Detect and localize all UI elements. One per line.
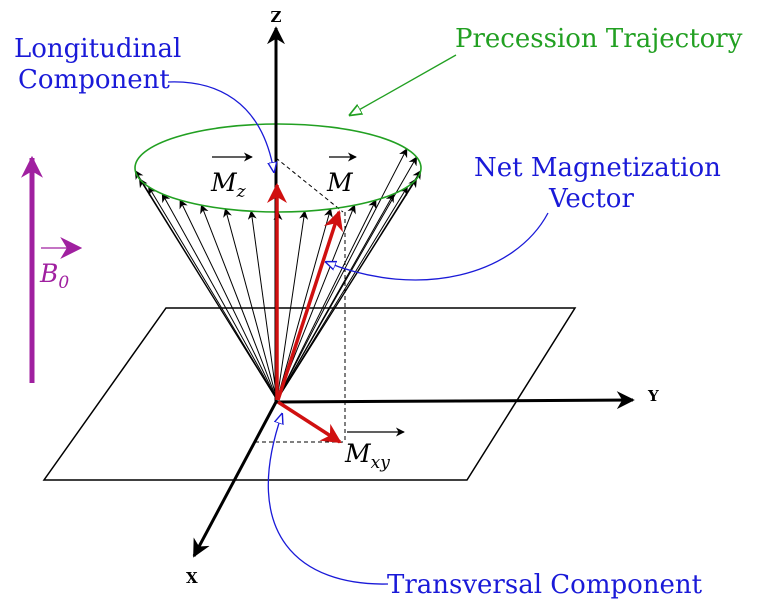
svg-text:Mxy: Mxy — [344, 439, 390, 473]
transversal-pointer — [267, 414, 389, 585]
z-axis-label: Z — [271, 8, 282, 26]
longitudinal-pointer — [167, 81, 274, 172]
precession-vector — [247, 210, 278, 401]
x-axis-label: X — [186, 569, 198, 587]
net-magnetization-label-line2: Vector — [548, 184, 634, 214]
precession-trajectory-label: Precession Trajectory — [455, 24, 743, 54]
m-label-main: M — [326, 168, 354, 197]
svg-text:Mz: Mz — [210, 168, 247, 202]
precession-vector — [276, 170, 422, 401]
mz-label-sub: z — [236, 182, 247, 202]
precession-trajectory-pointer — [350, 54, 457, 115]
precession-vector — [200, 204, 278, 401]
x-axis — [192, 401, 278, 558]
precession-vector — [161, 193, 278, 401]
mz-label-main: M — [210, 168, 238, 197]
b0-label-sub: 0 — [58, 273, 69, 293]
y-axis-label: Y — [647, 387, 659, 405]
svg-text:B0: B0 — [39, 259, 69, 293]
transverse-plane — [42, 307, 577, 481]
mxy-label-main: M — [344, 439, 372, 468]
net-magnetization-label-line1: Net Magnetization — [474, 153, 721, 183]
projection-lines — [255, 157, 346, 443]
precession-vector — [139, 178, 278, 401]
precession-vector — [276, 210, 309, 401]
mxy-label: Mxy — [344, 427, 405, 473]
precession-vector — [276, 148, 408, 401]
m-label: M — [326, 152, 357, 197]
longitudinal-label-line2: Component — [18, 65, 170, 95]
b0-label: B0 — [39, 237, 83, 293]
precession-vector — [148, 185, 278, 401]
precession-vector — [179, 199, 278, 401]
y-axis — [275, 391, 635, 410]
transversal-component-label: Transversal Component — [387, 570, 703, 600]
precession-vector — [223, 208, 278, 401]
mxy-label-sub: xy — [371, 453, 391, 473]
b0-label-main: B — [39, 259, 58, 288]
precession-vector — [276, 208, 333, 401]
precession-vector — [276, 156, 418, 401]
mz-label: Mz — [210, 152, 253, 202]
mxy-vector — [277, 400, 342, 444]
net-magnetization-vector — [276, 210, 343, 401]
net-magnetization-pointer — [326, 212, 549, 281]
precession-vector — [276, 199, 377, 401]
longitudinal-label-line1: Longitudinal — [14, 34, 181, 64]
